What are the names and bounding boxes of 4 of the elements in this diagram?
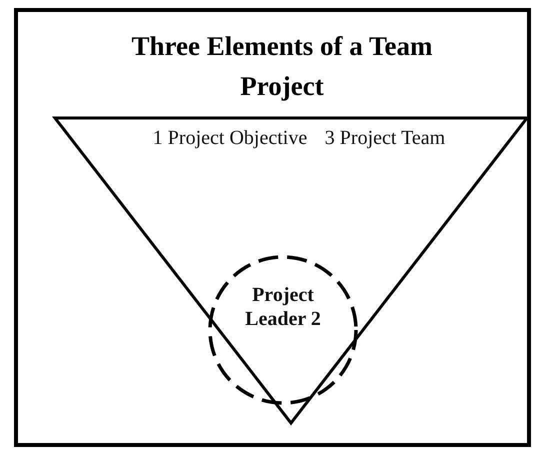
center-label: Project Leader 2 [244,283,322,331]
element-label: 1 Project Objective [152,126,308,150]
title: Three Elements of a Team Project [130,30,434,103]
element-label: 3 Project Team [324,126,446,150]
